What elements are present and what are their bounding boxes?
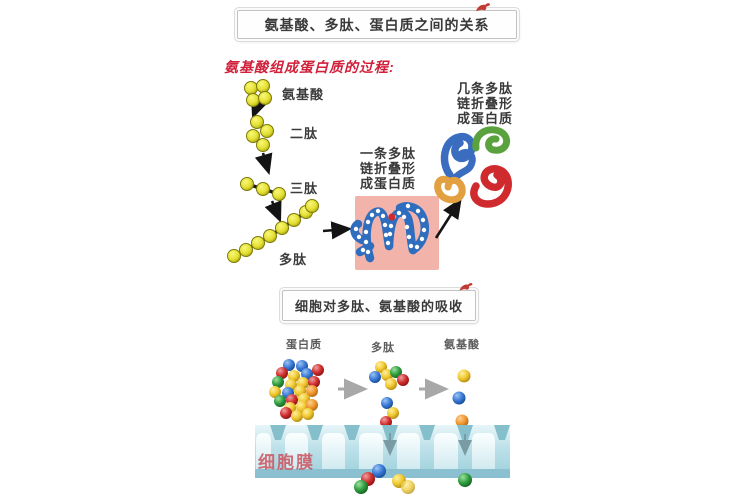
section1-title: 氨基酸、多肽、蛋白质之间的关系 xyxy=(264,16,490,33)
label-amino-acid: 氨基酸 xyxy=(282,87,325,102)
membrane-channels xyxy=(270,425,510,440)
process-subtitle: 氨基酸组成蛋白质的过程: xyxy=(224,59,395,75)
label-dipeptide: 二肽 xyxy=(290,126,319,141)
peptide-formation-chain xyxy=(227,79,353,263)
cell-membrane-label: 细胞膜 xyxy=(258,453,315,472)
single-chain-note: 一条多肽 链折叠形 成蛋白质 xyxy=(360,146,417,191)
arrow-down-3 xyxy=(264,200,282,223)
absorbed-molecules xyxy=(354,464,472,494)
arrow-down-2 xyxy=(254,152,273,175)
red-subunit xyxy=(470,165,512,208)
blue-subunit-2 xyxy=(451,148,476,182)
polypeptide-cluster xyxy=(369,361,409,428)
amino-acid-balls xyxy=(227,79,319,263)
orange-subunit xyxy=(434,175,466,204)
green-subunit xyxy=(472,126,511,154)
section2-title: 细胞对多肽、氨基酸的吸收 xyxy=(294,299,463,314)
label-polypeptide: 多肽 xyxy=(279,252,308,267)
label-amino-acid-2: 氨基酸 xyxy=(444,339,480,351)
arrow-down-1 xyxy=(250,96,268,119)
section2-title-box: 细胞对多肽、氨基酸的吸收 xyxy=(282,290,476,321)
free-amino-acids xyxy=(452,369,471,428)
membrane-pillars xyxy=(256,433,495,471)
single-chain-protein xyxy=(350,196,439,270)
multi-chain-note: 几条多肽 链折叠形 成蛋白质 xyxy=(457,81,514,126)
arrow-to-multichain-protein xyxy=(434,197,462,239)
bird-icon xyxy=(459,282,473,291)
multi-chain-protein xyxy=(434,126,512,208)
label-tripeptide: 三肽 xyxy=(290,181,319,196)
bird-icon xyxy=(476,3,490,11)
arrow-to-folded-protein xyxy=(322,221,353,240)
section1-title-box: 氨基酸、多肽、蛋白质之间的关系 xyxy=(237,10,517,39)
label-polypeptide-2: 多肽 xyxy=(371,342,395,354)
label-protein: 蛋白质 xyxy=(286,339,322,351)
red-residue-dot xyxy=(388,213,396,221)
protein-cluster xyxy=(269,359,324,422)
blue-subunit xyxy=(440,132,476,179)
